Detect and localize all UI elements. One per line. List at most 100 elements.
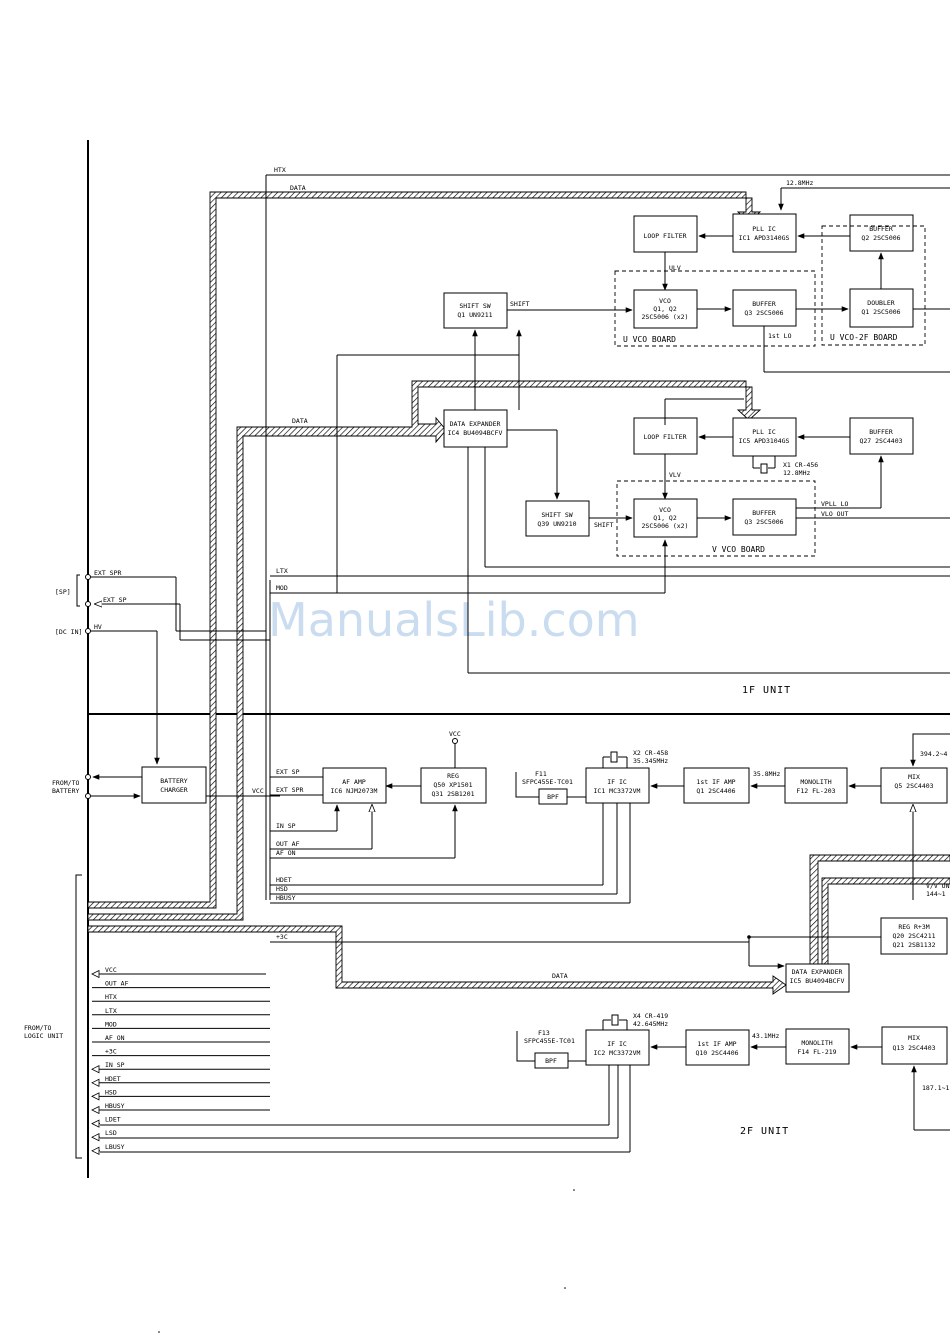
- logic-arrow-8: [91, 1078, 100, 1087]
- svg-text:REG: REG: [447, 772, 459, 780]
- svg-text:X4 CR-419: X4 CR-419: [633, 1012, 668, 1020]
- svg-text:HV: HV: [94, 623, 102, 631]
- svg-text:MIX: MIX: [908, 773, 920, 781]
- vlv-label: VLV: [669, 471, 681, 479]
- u-vco-2f-board: [821, 225, 926, 346]
- pll-ic-u: [732, 213, 797, 253]
- logic-signal-label: LTX: [105, 1007, 117, 1015]
- svg-text:U VCO-2F BOARD: U VCO-2F BOARD: [830, 333, 898, 342]
- logic-arrow-0: [91, 969, 100, 979]
- data-top-label: DATA: [290, 184, 306, 192]
- svg-text:HBUSY: HBUSY: [276, 894, 296, 902]
- svg-text:+3C: +3C: [276, 933, 288, 941]
- vlo-out-label: VLO OUT: [821, 510, 848, 518]
- svg-text:Q1, Q2: Q1, Q2: [653, 305, 677, 313]
- ltx-label: LTX: [276, 567, 288, 575]
- v-vco-board: [616, 480, 816, 557]
- svg-text:Q1 2SC4406: Q1 2SC4406: [696, 787, 735, 795]
- reg-r3m: [880, 917, 948, 955]
- svg-text:HSD: HSD: [276, 885, 288, 893]
- svg-text:Q50 XP1501: Q50 XP1501: [433, 781, 472, 789]
- svg-text:VCO: VCO: [659, 297, 671, 305]
- svg-text:SHIFT SW: SHIFT SW: [459, 302, 490, 310]
- svg-text:F11: F11: [535, 770, 547, 778]
- svg-text:394.2~4: 394.2~4: [920, 750, 947, 758]
- svg-text:1st IF AMP: 1st IF AMP: [697, 1040, 736, 1048]
- ulv-label: ULV: [669, 264, 681, 272]
- svg-text:DATA EXPANDER: DATA EXPANDER: [792, 968, 843, 976]
- svg-text:PLL IC: PLL IC: [752, 225, 776, 233]
- crystal-x4: [611, 1014, 619, 1026]
- svg-text:Q3 2SC5006: Q3 2SC5006: [744, 518, 783, 526]
- reg-q50: [420, 767, 487, 804]
- buffer-q3-v: [732, 498, 797, 536]
- svg-text:Q27 2SC4403: Q27 2SC4403: [859, 437, 902, 445]
- svg-text:187.1~1: 187.1~1: [922, 1084, 949, 1092]
- data-bus-low: [87, 925, 787, 995]
- svg-text:43.1MHz: 43.1MHz: [752, 1032, 779, 1040]
- logic-arrow-7: [91, 1065, 100, 1074]
- logic-signal-label: HDET: [105, 1075, 121, 1083]
- svg-text:SFPC455E-TC01: SFPC455E-TC01: [524, 1037, 575, 1045]
- svg-text:REG R+3M: REG R+3M: [898, 923, 929, 931]
- svg-text:VCO: VCO: [659, 506, 671, 514]
- svg-text:DATA EXPANDER: DATA EXPANDER: [450, 420, 501, 428]
- first-lo-label: 1st LO: [768, 332, 792, 340]
- data-low-label: DATA: [552, 972, 568, 980]
- bpf-f13: [534, 1052, 569, 1069]
- logic-signal-label: +3C: [105, 1048, 117, 1056]
- if-ic1: [585, 767, 650, 804]
- logic-signal-label: LDET: [105, 1116, 121, 1124]
- sp-connector-label: [SP]: [55, 588, 71, 596]
- svg-text:IC1 MC3372VM: IC1 MC3372VM: [594, 787, 641, 795]
- svg-text:Q3 2SC5006: Q3 2SC5006: [744, 309, 783, 317]
- svg-text:EXT SPR: EXT SPR: [94, 569, 121, 577]
- buffer-q2-u: [849, 214, 914, 252]
- svg-text:BUFFER: BUFFER: [869, 428, 893, 436]
- svg-text:V/V ON: V/V ON: [926, 882, 950, 890]
- svg-text:Q31 2SB1201: Q31 2SB1201: [431, 790, 474, 798]
- svg-text:BPF: BPF: [545, 1057, 557, 1065]
- mix-q5: [880, 767, 948, 804]
- svg-text:VCC: VCC: [252, 787, 264, 795]
- af-amp: [322, 767, 387, 804]
- logic-signal-label: LSD: [105, 1129, 117, 1137]
- svg-text:EXT SP: EXT SP: [276, 768, 300, 776]
- shift-v-label: SHIFT: [594, 521, 614, 529]
- svg-text:LOGIC UNIT: LOGIC UNIT: [24, 1032, 63, 1040]
- battery-charger: [141, 766, 207, 804]
- svg-text:F12 FL-203: F12 FL-203: [796, 787, 835, 795]
- svg-text:FROM/TO: FROM/TO: [24, 1024, 51, 1032]
- logic-signal-label: OUT AF: [105, 980, 129, 988]
- svg-text:V VCO BOARD: V VCO BOARD: [712, 545, 765, 554]
- svg-text:MONOLITH: MONOLITH: [801, 1039, 832, 1047]
- logic-signal-label: HSD: [105, 1088, 117, 1096]
- bpf-f11: [538, 788, 568, 805]
- svg-text:IC1 APD3140GS: IC1 APD3140GS: [739, 234, 790, 242]
- monolith-f12: [784, 767, 848, 804]
- svg-text:35.345MHz: 35.345MHz: [633, 757, 668, 765]
- logic-signal-label: VCC: [105, 966, 117, 974]
- logic-signal-label: AF ON: [105, 1034, 125, 1042]
- mod-label: MOD: [276, 584, 288, 592]
- svg-text:144~1: 144~1: [926, 890, 946, 898]
- svg-text:Q1, Q2: Q1, Q2: [653, 514, 677, 522]
- svg-text:IC2 MC3372VM: IC2 MC3372VM: [594, 1049, 641, 1057]
- logic-signal-label: MOD: [105, 1020, 117, 1028]
- svg-text:BUFFER: BUFFER: [752, 300, 776, 308]
- svg-text:CHARGER: CHARGER: [160, 786, 187, 794]
- data-expander-ic5: [785, 963, 850, 993]
- svg-text:BUFFER: BUFFER: [869, 225, 893, 233]
- logic-arrow-12: [91, 1133, 100, 1142]
- unit-1f-label: 1F UNIT: [742, 685, 791, 696]
- monolith-f14: [785, 1028, 850, 1065]
- svg-text:FROM/TO: FROM/TO: [52, 779, 79, 787]
- logic-arrow-13: [91, 1146, 100, 1155]
- svg-text:Q5 2SC4403: Q5 2SC4403: [894, 782, 933, 790]
- svg-text:X1 CR-456: X1 CR-456: [783, 461, 818, 469]
- svg-text:IC5 APD3104GS: IC5 APD3104GS: [739, 437, 790, 445]
- svg-text:IC5 BU4094BCFV: IC5 BU4094BCFV: [790, 977, 845, 985]
- svg-text:IC6 NJM2073M: IC6 NJM2073M: [331, 787, 378, 795]
